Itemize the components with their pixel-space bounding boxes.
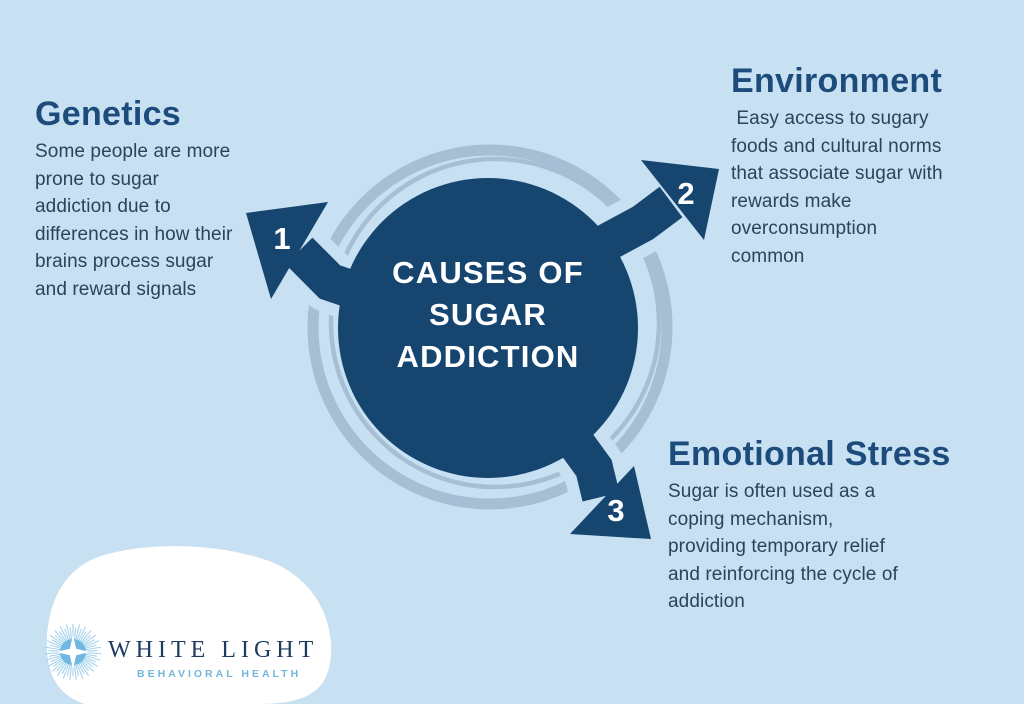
cause-environment-description: Easy access to sugary foods and cultural… [731,108,943,267]
outer-ring [307,144,673,510]
logo-name: WHITE LIGHT [108,637,319,663]
arrow-2-number: 2 [677,176,695,211]
arrow-1-number: 1 [273,221,291,256]
cause-genetics-description: Some people are more prone to sugar addi… [35,141,233,300]
cause-genetics: Genetics Some people are more prone to s… [35,94,295,303]
cause-emotional-stress: Emotional Stress Sugar is often used as … [668,434,978,616]
cause-emotional-stress-description: Sugar is often used as a coping mechanis… [668,481,898,612]
starburst-star [56,635,90,669]
arrow-3-number: 3 [607,493,625,528]
cause-environment: Environment Easy access to sugary foods … [731,61,991,270]
cause-emotional-stress-title: Emotional Stress [668,435,951,473]
center-circle [338,178,638,478]
starburst-icon [44,623,102,681]
cause-genetics-title: Genetics [35,95,182,133]
logo-background-blob [46,546,332,704]
inner-ring [328,156,662,490]
diagram-title: CAUSES OF SUGAR ADDICTION [392,255,584,374]
cause-environment-title: Environment [731,62,943,100]
logo-tagline: BEHAVIORAL HEALTH [137,668,302,680]
